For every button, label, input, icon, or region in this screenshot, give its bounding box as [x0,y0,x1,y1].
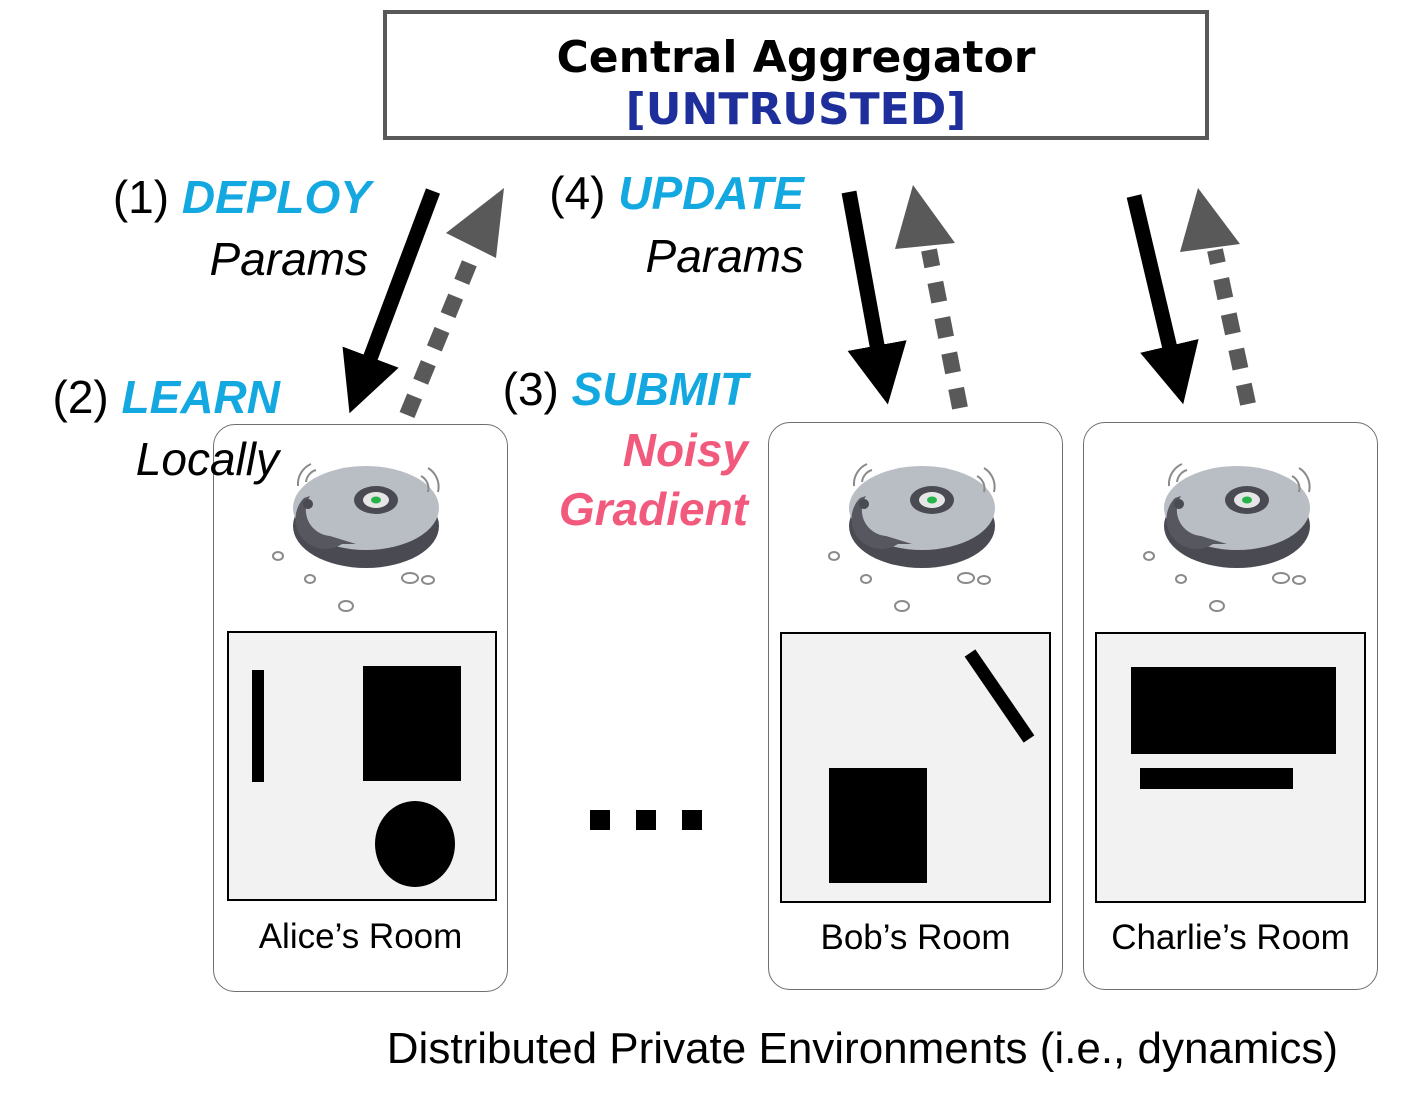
alice-obstacle-circle [375,801,455,887]
bob-robot-vacuum-icon [828,463,996,612]
step-submit-detail-gradient: Gradient [558,483,748,535]
step-update-detail: Params [645,230,804,282]
step-deploy-keyword: DEPLOY [181,171,371,223]
ellipsis-dot-1 [590,810,610,830]
alice-obstacle-box [363,666,461,781]
charlie-room-label: Charlie’s Room [1111,918,1350,957]
step-update-label: (4) UPDATE [549,166,804,220]
charlie-panel: Charlie’s Room [1083,422,1378,990]
bob-deploy-down-arrow [841,190,907,405]
alice-room-label: Alice’s Room [258,917,463,956]
bob-submit-dashed-arrow [921,248,968,410]
step-submit-number: (3) [502,363,559,415]
bob-room-label: Bob’s Room [820,918,1011,957]
step-learn-label: (2) LEARN [53,370,280,424]
charlie-deploy-down-arrow [1126,194,1199,405]
central-aggregator-box: Central Aggregator [UNTRUSTED] [383,10,1209,140]
charlie-robot-vacuum-icon [1143,463,1311,612]
step-submit-detail-noisy: Noisy [622,424,748,476]
ellipsis-dot-3 [682,810,702,830]
aggregator-untrusted-label: [UNTRUSTED] [625,84,967,135]
step-submit-keyword: SUBMIT [571,363,748,415]
charlie-obstacle-small [1140,768,1293,789]
bob-obstacle-box [829,768,927,883]
step-deploy-detail: Params [209,233,368,285]
charlie-submit-arrowhead [1180,188,1240,252]
step-deploy-label: (1) DEPLOY [113,170,371,224]
alice-deploy-down-arrow [342,188,441,414]
bob-submit-arrowhead [895,185,955,249]
alice-robot-vacuum-icon [272,463,440,612]
charlie-obstacle-large [1131,667,1336,754]
alice-obstacle-bar [252,670,264,782]
step-learn-detail: Locally [135,433,279,485]
alice-room-map [227,631,497,901]
footer-caption: Distributed Private Environments (i.e., … [386,1024,1338,1073]
alice-submit-dashed-arrow [399,248,482,419]
step-update-number: (4) [549,167,606,219]
charlie-room-map [1095,632,1366,903]
step-learn-number: (2) [52,371,109,423]
ellipsis-dot-2 [636,810,656,830]
charlie-submit-dashed-arrow [1207,248,1256,406]
aggregator-title: Central Aggregator [556,32,1036,83]
step-update-keyword: UPDATE [618,167,804,219]
bob-room-map [780,632,1051,903]
step-learn-keyword: LEARN [121,371,280,423]
bob-obstacle-diagonal [964,649,1035,743]
alice-submit-arrowhead [446,188,504,258]
step-deploy-number: (1) [112,171,170,223]
step-submit-label: (3) SUBMIT [503,362,748,416]
